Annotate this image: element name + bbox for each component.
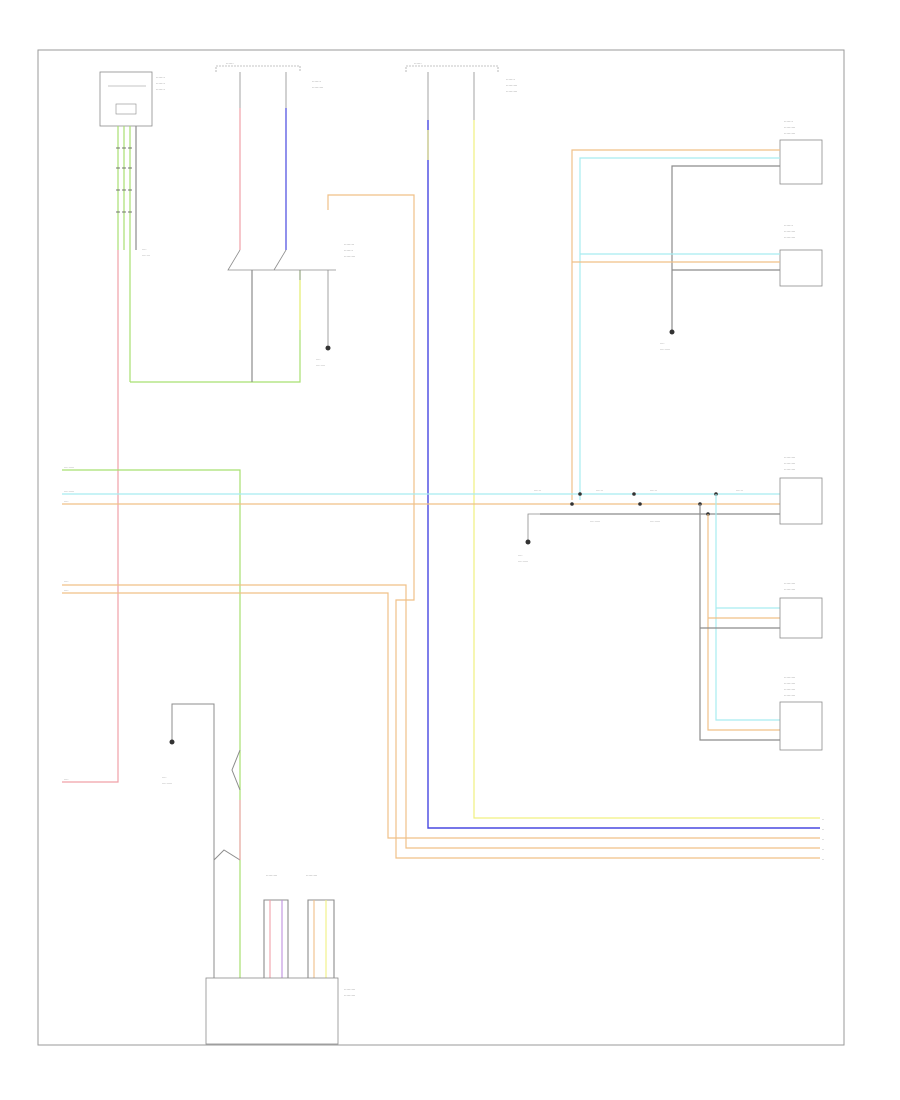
svg-text:.........: ......... <box>650 519 660 523</box>
orange-wire-top <box>327 194 820 859</box>
svg-text:.......: ....... <box>344 247 353 252</box>
svg-text:.........: ......... <box>64 465 74 469</box>
svg-text:....: .... <box>142 247 147 251</box>
svg-text:.........: ......... <box>344 986 355 991</box>
fuse-block-1: ...... ....... ......... <box>215 60 323 108</box>
right-unit-4: ......... ......... <box>779 580 823 639</box>
svg-text:.........: ......... <box>506 82 517 87</box>
svg-text:.........: ......... <box>344 992 355 997</box>
svg-text:.........: ......... <box>64 489 74 493</box>
svg-text:.........: ......... <box>784 674 795 679</box>
svg-text:.........: ......... <box>344 253 355 258</box>
svg-text:.......: ....... <box>142 253 150 257</box>
right-unit-1: ....... ......... ......... <box>779 118 823 185</box>
svg-text:.........: ......... <box>784 228 795 233</box>
svg-text:.......: ....... <box>784 118 793 123</box>
svg-text:......: ...... <box>226 60 234 65</box>
svg-text:....: .... <box>660 341 665 345</box>
svg-text:.........: ......... <box>660 347 670 351</box>
ground-4: .... ......... <box>162 739 175 785</box>
right-unit-3: ......... ......... ......... <box>779 454 823 525</box>
svg-text:.........: ......... <box>590 519 600 523</box>
svg-text:....: .... <box>316 357 321 361</box>
svg-text:..: .. <box>822 817 824 821</box>
svg-text:.........: ......... <box>784 686 795 691</box>
ground-3: .... ......... <box>518 513 540 563</box>
right-unit-5: ......... ......... ......... ......... <box>779 674 823 751</box>
svg-text:.........: ......... <box>784 680 795 685</box>
svg-text:........: ........ <box>344 241 354 246</box>
svg-text:.........: ......... <box>784 454 795 459</box>
right-unit-2-wires <box>572 253 780 271</box>
pink-wire-left <box>62 250 119 783</box>
svg-text:.........: ......... <box>312 84 323 89</box>
svg-text:.........: ......... <box>162 781 172 785</box>
svg-text:..: .. <box>822 837 824 841</box>
svg-text:....: .... <box>64 499 69 503</box>
horizontal-bus <box>62 469 820 849</box>
blue-wire-long <box>427 120 820 829</box>
svg-text:.........: ......... <box>784 580 795 585</box>
svg-text:....: .... <box>64 579 69 583</box>
fuse-block-2: ...... ....... ......... ......... <box>405 60 517 120</box>
green-wire-bundle <box>117 126 301 383</box>
svg-text:......: ...... <box>596 488 603 492</box>
svg-text:......: ...... <box>414 60 422 65</box>
bus-labels: ...... ...... ...... ...... ......... ..… <box>534 488 743 523</box>
svg-text:.......: ....... <box>156 86 165 91</box>
svg-text:......: ...... <box>736 488 743 492</box>
left-edge-labels: ......... ......... .... .... .... .... <box>64 465 74 781</box>
svg-text:....: .... <box>64 777 69 781</box>
svg-text:.........: ......... <box>306 872 317 877</box>
svg-text:.........: ......... <box>784 130 795 135</box>
svg-text:......: ...... <box>650 488 657 492</box>
svg-text:.......: ....... <box>784 222 793 227</box>
svg-text:.......: ....... <box>312 78 321 83</box>
svg-text:..: .. <box>822 847 824 851</box>
yellow-wire-long <box>473 120 820 819</box>
svg-text:......: ...... <box>534 488 541 492</box>
bottom-left-branch <box>171 703 241 980</box>
svg-text:..: .. <box>822 857 824 861</box>
connector-marks-1 <box>116 147 132 213</box>
ground-1: .... ........ <box>316 345 331 367</box>
svg-text:.........: ......... <box>784 234 795 239</box>
top-left-module: ....... ....... ....... <box>99 71 165 127</box>
right-unit-1-wires <box>571 149 780 500</box>
svg-text:.........: ......... <box>784 586 795 591</box>
svg-text:.........: ......... <box>518 559 528 563</box>
diagram-border <box>37 49 845 1046</box>
right-terminals: .. .. .. .. .. <box>822 817 824 861</box>
svg-text:.........: ......... <box>784 692 795 697</box>
svg-text:.......: ....... <box>156 74 165 79</box>
svg-text:.........: ......... <box>784 124 795 129</box>
svg-text:.......: ....... <box>156 80 165 85</box>
splice-bar-1 <box>227 249 336 345</box>
svg-text:.........: ......... <box>266 872 277 877</box>
bottom-module: ......... ......... ......... ......... <box>205 872 355 1045</box>
svg-text:.........: ......... <box>784 460 795 465</box>
svg-text:.......: ....... <box>506 76 515 81</box>
svg-text:....: .... <box>518 553 523 557</box>
svg-text:.........: ......... <box>506 88 517 93</box>
svg-text:..: .. <box>822 827 824 831</box>
ground-2: .... ......... <box>660 329 675 351</box>
lower-right-branches <box>699 494 780 741</box>
svg-text:.........: ......... <box>784 466 795 471</box>
right-unit-2: ....... ......... ......... <box>779 222 823 287</box>
svg-text:....: .... <box>162 775 167 779</box>
bottom-module-wires <box>239 800 335 980</box>
svg-text:....: .... <box>64 588 69 592</box>
svg-text:........: ........ <box>316 363 325 367</box>
